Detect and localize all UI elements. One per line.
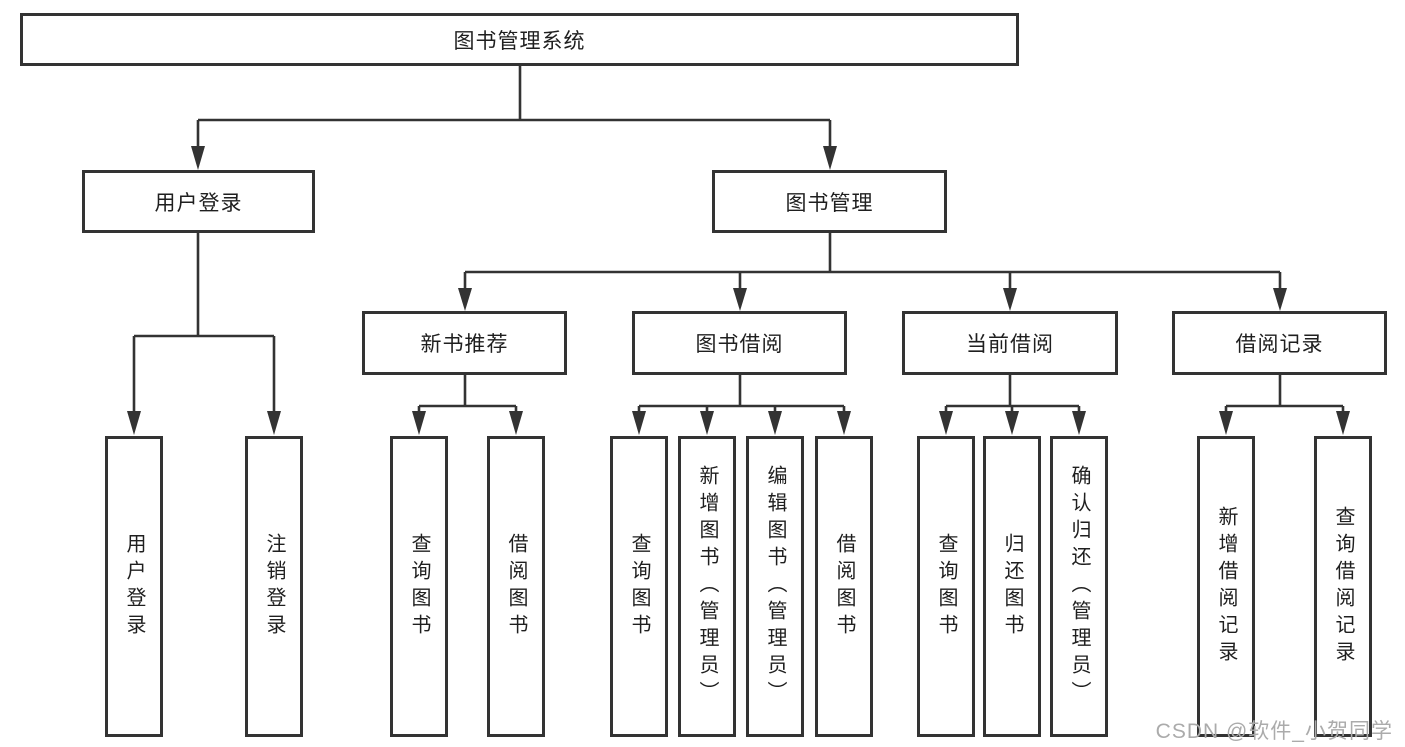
leaf-query-books-recommend: 查询图书 (390, 436, 448, 737)
leaf-logout: 注销登录 (245, 436, 303, 737)
csdn-watermark: CSDN @软件_小贺同学 (1155, 720, 1393, 743)
node-borrow-records: 借阅记录 (1172, 311, 1387, 375)
leaf-user-login: 用户登录 (105, 436, 163, 737)
leaf-query-books-recommend-label: 查询图书 (408, 532, 430, 641)
node-root-system: 图书管理系统 (20, 13, 1019, 66)
leaf-edit-books-admin-label: 编辑图书（管理员） (764, 465, 786, 708)
node-user-login-label: 用户登录 (154, 191, 243, 215)
leaf-return-books-label: 归还图书 (1001, 532, 1023, 641)
leaf-confirm-return-admin: 确认归还（管理员） (1050, 436, 1108, 737)
leaf-return-books: 归还图书 (983, 436, 1041, 737)
node-book-management: 图书管理 (712, 170, 947, 233)
leaf-query-books-current: 查询图书 (917, 436, 975, 737)
leaf-query-borrow-record-label: 查询借阅记录 (1332, 505, 1354, 668)
leaf-add-books-admin: 新增图书（管理员） (678, 436, 736, 737)
leaf-borrow-books-recommend-label: 借阅图书 (505, 532, 527, 641)
node-user-login: 用户登录 (82, 170, 315, 233)
node-current-borrowing: 当前借阅 (902, 311, 1118, 375)
node-book-borrowing-label: 图书借阅 (695, 333, 784, 356)
leaf-query-books-borrowing-label: 查询图书 (628, 532, 650, 641)
leaf-confirm-return-admin-label: 确认归还（管理员） (1068, 465, 1090, 708)
leaf-query-books-borrowing: 查询图书 (610, 436, 668, 737)
node-new-book-recommend-label: 新书推荐 (420, 333, 509, 356)
leaf-add-borrow-record: 新增借阅记录 (1197, 436, 1255, 737)
leaf-borrow-books-recommend: 借阅图书 (487, 436, 545, 737)
node-book-management-label: 图书管理 (785, 191, 874, 215)
leaf-borrow-books: 借阅图书 (815, 436, 873, 737)
node-book-borrowing: 图书借阅 (632, 311, 847, 375)
node-root-system-label: 图书管理系统 (453, 29, 586, 53)
leaf-edit-books-admin: 编辑图书（管理员） (746, 436, 804, 737)
leaf-add-borrow-record-label: 新增借阅记录 (1215, 505, 1237, 668)
node-current-borrowing-label: 当前借阅 (966, 333, 1054, 356)
leaf-logout-label: 注销登录 (263, 532, 285, 641)
node-borrow-records-label: 借阅记录 (1235, 333, 1324, 356)
leaf-add-books-admin-label: 新增图书（管理员） (696, 465, 718, 708)
leaf-borrow-books-label: 借阅图书 (833, 532, 855, 641)
leaf-user-login-label: 用户登录 (123, 532, 145, 641)
node-new-book-recommend: 新书推荐 (362, 311, 567, 375)
leaf-query-borrow-record: 查询借阅记录 (1314, 436, 1372, 737)
leaf-query-books-current-label: 查询图书 (935, 532, 957, 641)
